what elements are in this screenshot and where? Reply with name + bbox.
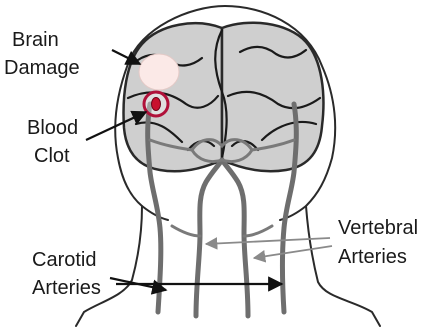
blood-clot xyxy=(152,98,161,111)
vertebral-arteries-pointer-2 xyxy=(254,246,332,258)
blood-clot-label-line1: Blood xyxy=(27,117,78,139)
blood-clot-label-line2: Clot xyxy=(34,145,70,167)
vertebral-arteries-pointer xyxy=(206,238,330,244)
carotid-arteries-label-line2: Arteries xyxy=(32,277,101,299)
carotid-arteries-label-line1: Carotid xyxy=(32,249,96,271)
brain-damage-area xyxy=(139,54,179,90)
brain-damage-label-line2: Damage xyxy=(4,57,80,79)
brain-damage-label-line1: Brain xyxy=(12,29,59,51)
vertebral-artery-right xyxy=(222,160,248,316)
vertebral-arteries-label-line1: Vertebral xyxy=(338,217,418,239)
vertebral-arteries-label-line2: Arteries xyxy=(338,246,407,268)
brain-right-hemisphere xyxy=(222,23,323,172)
vertebral-artery-left xyxy=(196,160,222,316)
blood-clot-marker xyxy=(144,92,168,116)
